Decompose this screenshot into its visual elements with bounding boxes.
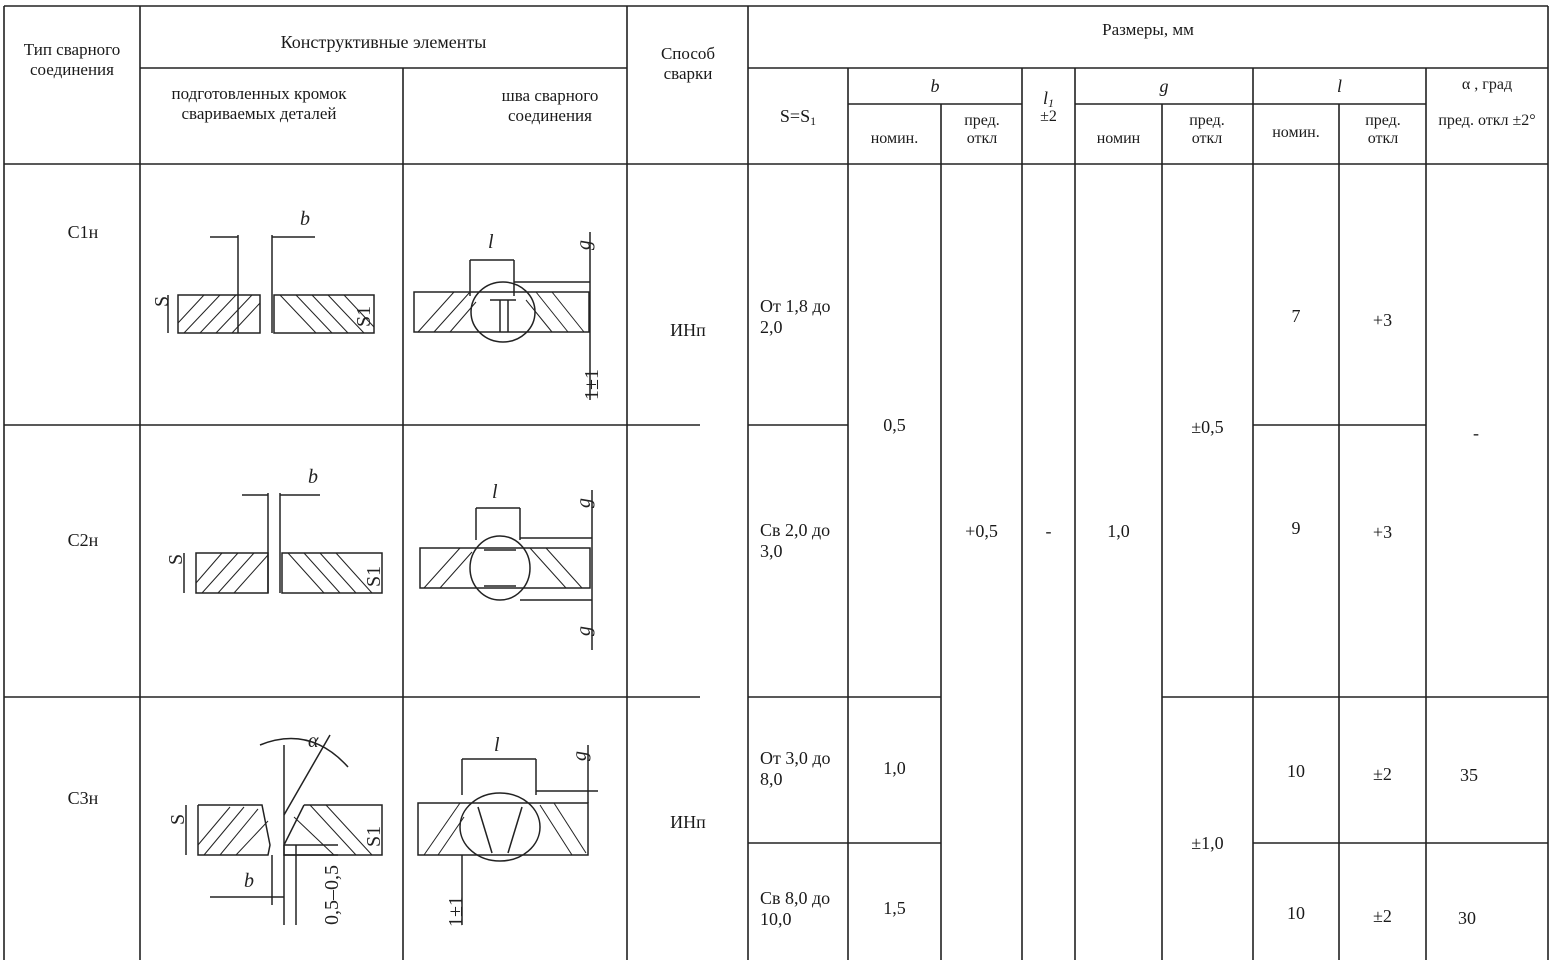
row1-type: С1н [67, 222, 99, 242]
row3-s-range: От 3,0 до 8,0 [760, 748, 831, 789]
row3-method: ИНп [670, 812, 706, 832]
svg-text:S1: S1 [353, 306, 375, 327]
header-sizes: Размеры, мм [1102, 20, 1194, 39]
svg-text:S: S [165, 554, 187, 565]
c1n-seam-drawing: l g 1±1 [413, 231, 603, 400]
row1-s-range: От 1,8 до 2,0 [760, 296, 831, 337]
header-s: S=S1 [779, 106, 817, 128]
c3n-edges-drawing: α S S1 b 0,5–0,5 [167, 730, 385, 925]
l1-merged: - [1045, 521, 1052, 541]
header-l1-tol: ±2 [1040, 108, 1057, 125]
svg-text:S: S [167, 814, 189, 825]
svg-text:S: S [151, 296, 173, 307]
b-nom-merged: 0,5 [883, 415, 906, 435]
row1-method: ИНп [670, 320, 706, 340]
row4-s-range: Св 8,0 до 10,0 [760, 888, 831, 929]
header-g: g [1159, 76, 1169, 96]
svg-text:1±1: 1±1 [581, 369, 603, 400]
row2-type: С2н [67, 530, 99, 550]
header-b-pred: пред. откл [964, 112, 1000, 148]
g-pred-bottom: ±1,0 [1191, 833, 1224, 853]
header-constructive: Конструктивные элементы [280, 32, 487, 52]
row1-l-pred: +3 [1372, 310, 1393, 330]
c2n-seam-drawing: l g g [419, 481, 595, 650]
header-method: Способ сварки [660, 44, 716, 83]
svg-text:g: g [573, 240, 595, 250]
row3-alpha: 35 [1460, 765, 1478, 785]
header-g-nom: номин [1096, 130, 1141, 147]
row4-alpha: 30 [1458, 908, 1476, 928]
svg-text:S1: S1 [363, 826, 385, 847]
g-pred-top: ±0,5 [1191, 417, 1224, 437]
svg-text:b: b [244, 870, 254, 892]
header-g-pred: пред. откл [1189, 112, 1225, 148]
row1-l-nom: 7 [1291, 306, 1301, 326]
svg-text:S1: S1 [363, 566, 385, 587]
svg-text:1±1: 1±1 [445, 896, 467, 927]
svg-text:l: l [492, 481, 498, 503]
row4-b-nom: 1,5 [883, 898, 906, 918]
header-l-pred: пред. откл [1365, 112, 1401, 148]
header-l-nom: номин. [1272, 124, 1320, 141]
svg-text:g: g [573, 626, 595, 636]
row3-l-nom: 10 [1287, 761, 1305, 781]
svg-text:l: l [488, 231, 494, 253]
row3-type: С3н [67, 788, 99, 808]
row3-l-pred: ±2 [1373, 764, 1392, 784]
row3-b-nom: 1,0 [883, 758, 906, 778]
row2-l-nom: 9 [1291, 518, 1301, 538]
row4-l-pred: ±2 [1373, 906, 1392, 926]
header-l1: l1 [1042, 88, 1054, 110]
svg-text:g: g [569, 751, 591, 761]
c1n-edges-drawing: b S S1 [151, 208, 375, 334]
header-alpha-pred: пред. откл ±2° [1438, 112, 1536, 129]
g-nom-merged: 1,0 [1107, 521, 1130, 541]
alpha-merged: - [1473, 423, 1479, 443]
svg-text:l: l [494, 735, 500, 756]
header-prepared-edges: подготовленных кромок свариваемых детале… [171, 84, 347, 123]
header-weld-seam: шва сварного соединения [501, 86, 599, 125]
header-b: b [930, 76, 940, 96]
c2n-edges-drawing: b S S1 [165, 466, 385, 594]
header-alpha: α , град [1461, 76, 1513, 93]
c3n-seam-drawing: l g 1±1 [417, 735, 598, 927]
svg-text:g: g [573, 498, 595, 508]
row4-l-nom: 10 [1287, 903, 1305, 923]
row2-s-range: Св 2,0 до 3,0 [760, 520, 831, 561]
svg-text:0,5–0,5: 0,5–0,5 [321, 865, 343, 925]
svg-text:b: b [308, 466, 318, 488]
b-pred-merged: +0,5 [965, 521, 998, 541]
header-b-nom: номин. [870, 130, 919, 147]
svg-text:b: b [300, 208, 310, 230]
svg-text:α: α [308, 730, 319, 752]
row2-l-pred: +3 [1372, 522, 1393, 542]
header-l: l [1336, 76, 1342, 96]
header-type: Тип сварного соединения [23, 40, 121, 79]
